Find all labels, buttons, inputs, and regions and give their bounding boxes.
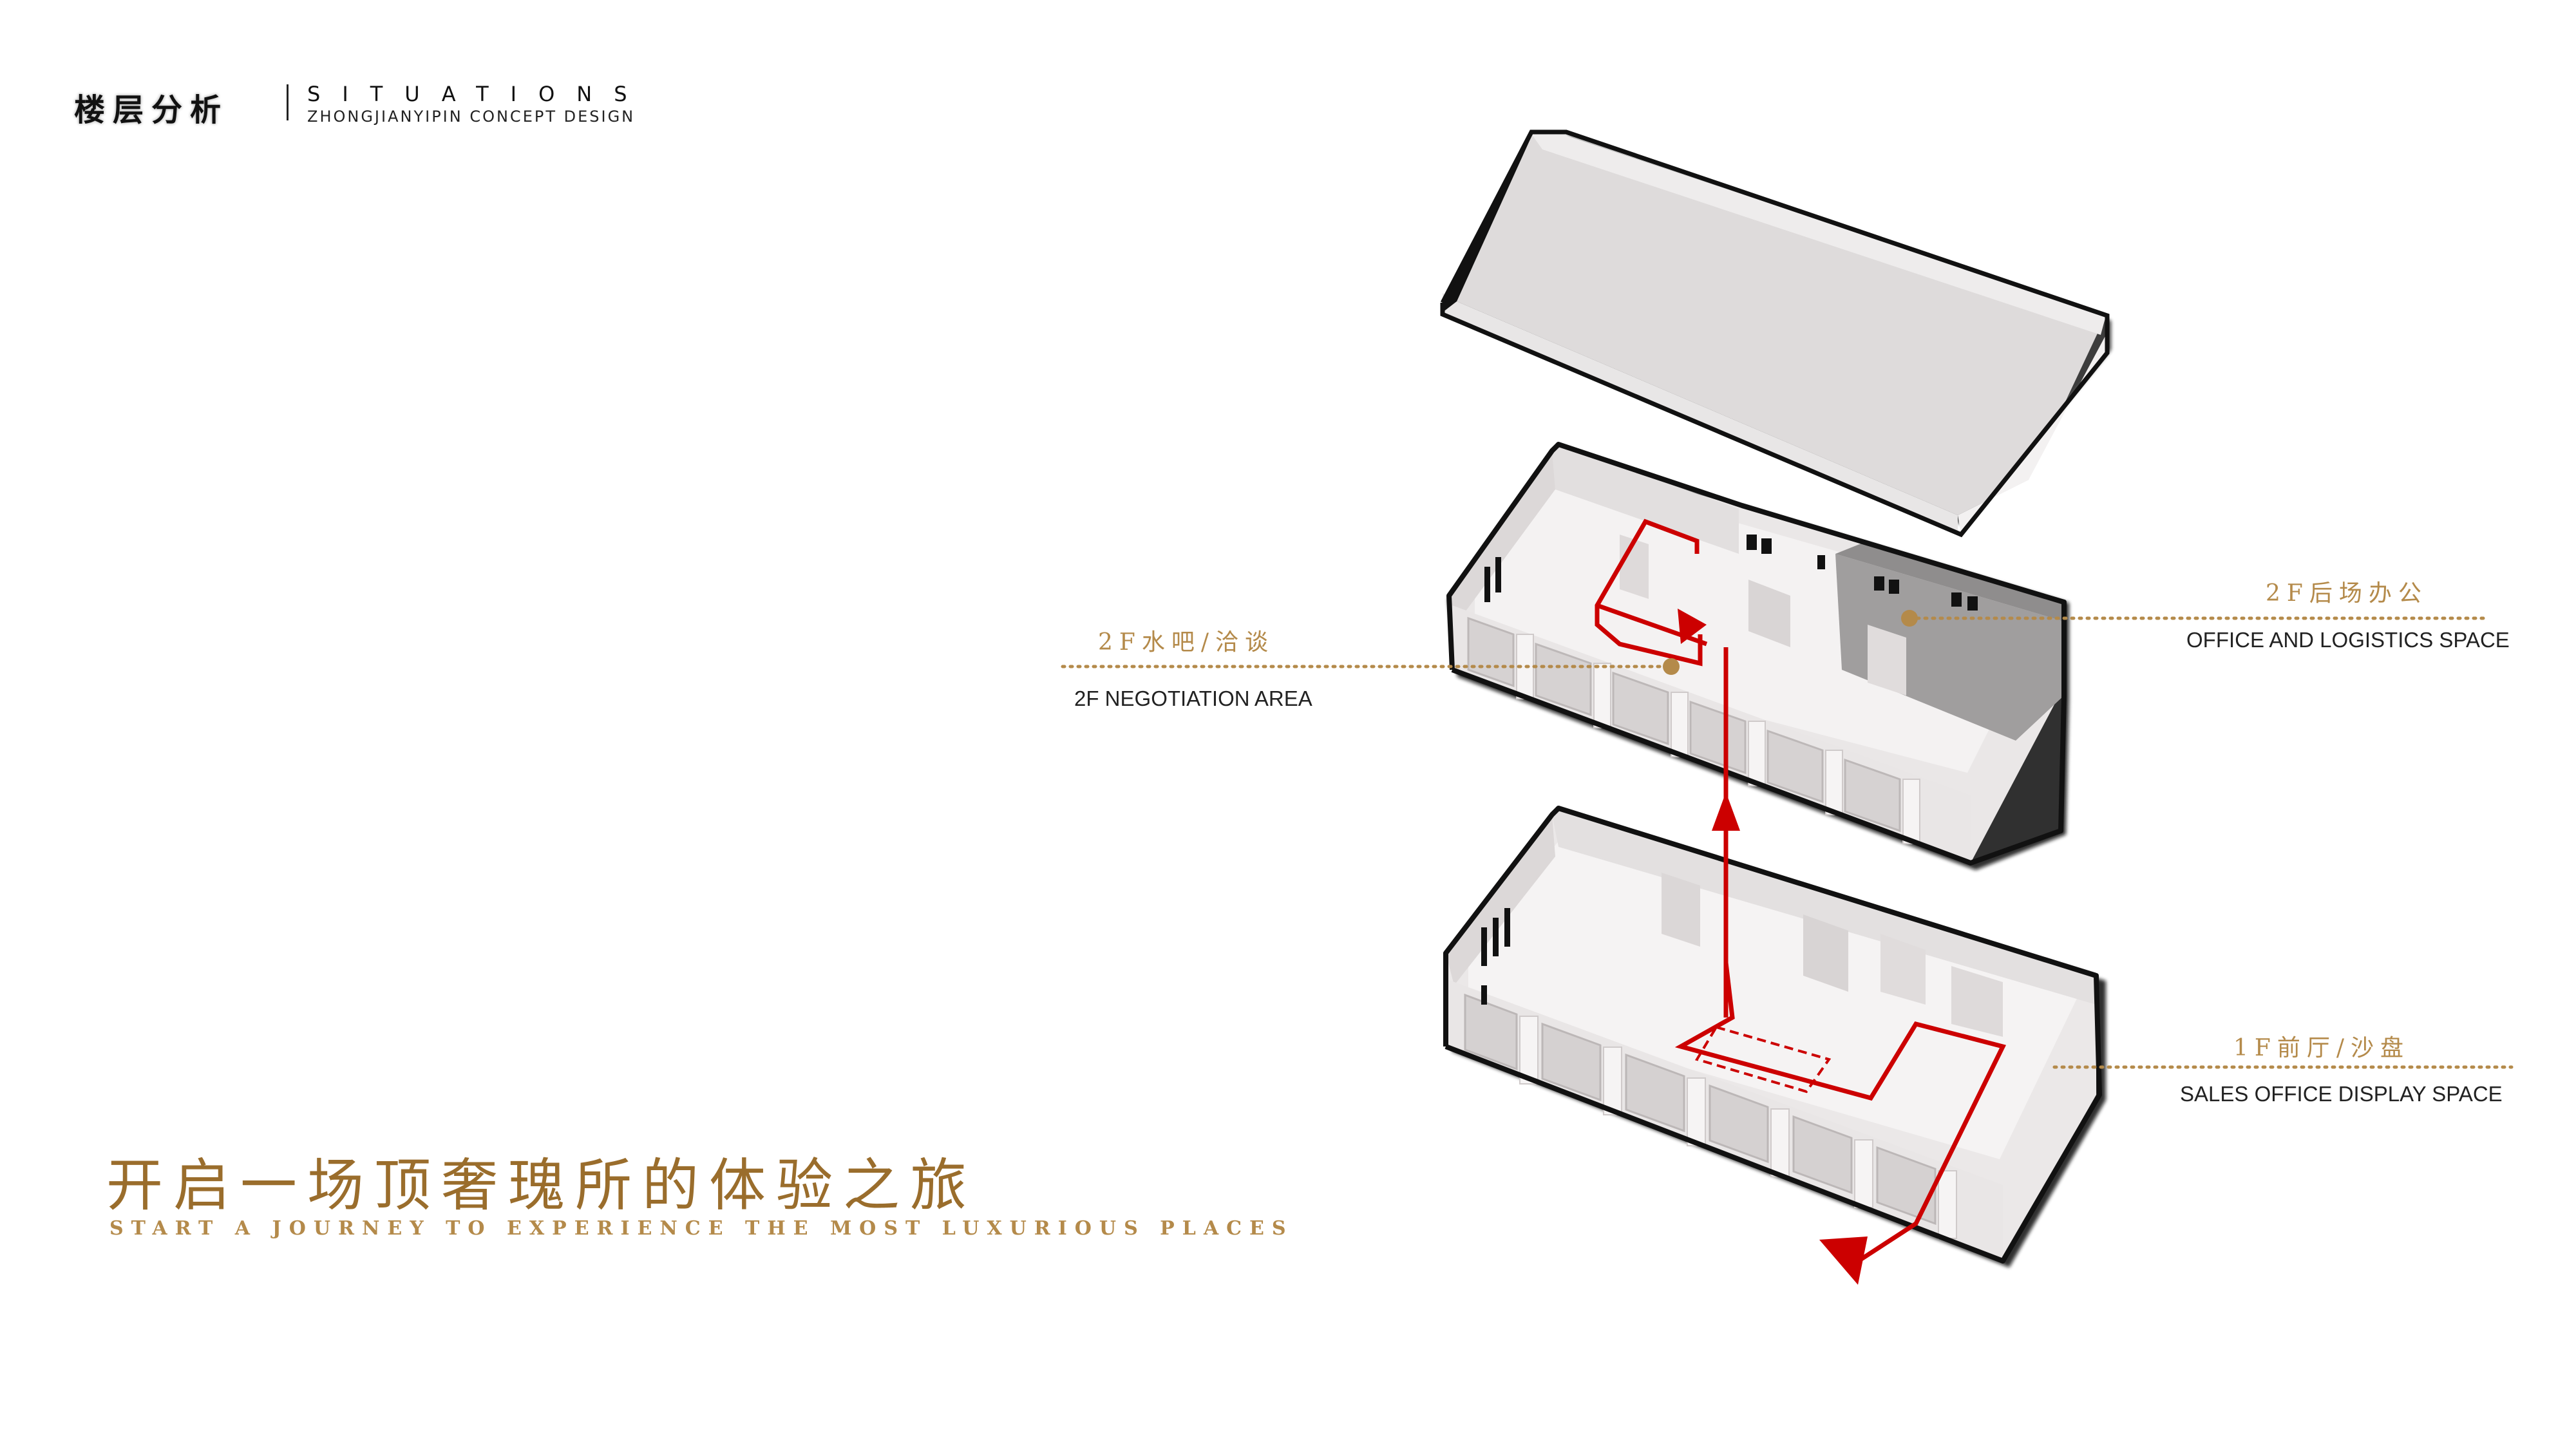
label-1f-lobby-cn: 1F前厅/沙盘 <box>2233 1035 2410 1061</box>
route-arrow-up <box>1712 792 1740 831</box>
label-2f-water-bar-cn: 2F水吧/洽谈 <box>1098 629 1275 656</box>
route-arrow-start <box>1819 1236 1868 1285</box>
header-divider <box>287 84 289 120</box>
leader-lines <box>1061 616 2514 1069</box>
label-2f-office-cn: 2F后场办公 <box>2266 580 2428 607</box>
header-subtitle: ZHONGJIANYIPIN CONCEPT DESIGN <box>307 108 636 126</box>
circulation-route <box>1595 518 2007 1267</box>
sand-table-outline <box>1694 1025 1832 1094</box>
route-arrow-2f <box>1678 609 1707 644</box>
footer-title-cn: 开启一场顶奢瑰所的体验之旅 <box>106 1152 978 1218</box>
floor-1-block <box>1443 806 2106 1267</box>
floor-2-block <box>1446 442 2069 870</box>
label-1f-lobby-en: SALES OFFICE DISPLAY SPACE <box>2180 1082 2503 1106</box>
header-title-en: SITUATIONS <box>307 82 649 106</box>
footer-title-en: START A JOURNEY TO EXPERIENCE THE MOST L… <box>109 1217 1294 1240</box>
roof-block <box>1440 129 2111 538</box>
marker-2f-negotiation <box>1663 658 1680 675</box>
header-title-cn: 楼层分析 <box>74 92 229 128</box>
label-2f-office-en: OFFICE AND LOGISTICS SPACE <box>2186 628 2510 652</box>
label-2f-water-bar-en: 2F NEGOTIATION AREA <box>1074 687 1312 710</box>
marker-2f-office <box>1901 610 1918 627</box>
